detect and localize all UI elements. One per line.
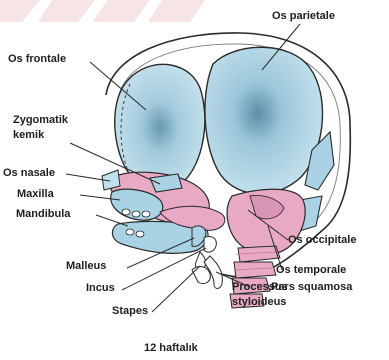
label-processus-styloideus-line1: Processus: [232, 281, 288, 294]
label-mandibula: Mandibula: [16, 208, 70, 221]
figure-caption: 12 haftalık: [144, 342, 198, 355]
label-os-frontale: Os frontale: [8, 53, 66, 66]
label-maxilla: Maxilla: [17, 188, 54, 201]
label-os-nasale: Os nasale: [3, 167, 55, 180]
label-processus-styloideus-line2: styloideus: [232, 296, 286, 309]
watermark-decoration: [0, 0, 205, 22]
label-incus: Incus: [86, 282, 115, 295]
label-os-occipitale: Os occipitale: [288, 234, 356, 247]
incus-ossicle: [204, 236, 216, 252]
label-os-parietale: Os parietale: [272, 10, 335, 23]
os-parietale-bone: [205, 47, 323, 194]
label-malleus: Malleus: [66, 260, 106, 273]
label-stapes: Stapes: [112, 305, 148, 318]
label-zygomatik-kemik-line2: kemik: [13, 129, 44, 142]
hyoid-cartilage: [192, 267, 210, 284]
label-zygomatik-kemik-line1: Zygomatik: [13, 114, 68, 127]
label-os-temporale: Os temporale: [276, 264, 346, 277]
os-frontale-bone: [115, 64, 205, 190]
